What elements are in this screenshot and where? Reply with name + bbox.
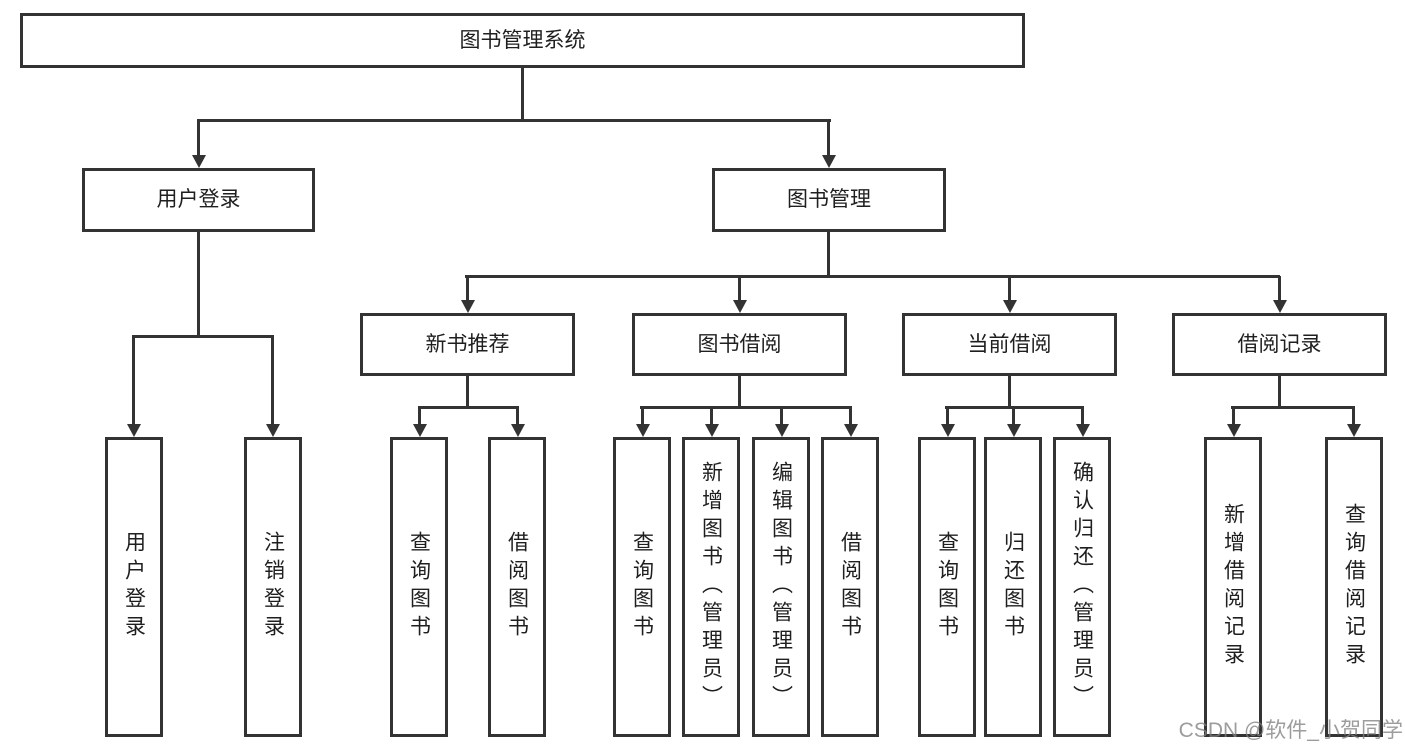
leaf-confirm-return-admin-label: 确认归还（管理员） xyxy=(1070,461,1094,713)
arrow-to-current-borrow xyxy=(1002,276,1017,313)
leaf-borrow-books-2-label: 借阅图书 xyxy=(838,531,862,643)
node-current-borrow: 当前借阅 xyxy=(902,313,1117,376)
node-user-login-label: 用户登录 xyxy=(156,188,241,212)
leaf-query-books-1: 查询图书 xyxy=(390,437,448,737)
arrow-to-query-borrow-record xyxy=(1346,407,1361,437)
connector-user-bus xyxy=(132,335,274,338)
leaf-add-borrow-record-label: 新增借阅记录 xyxy=(1221,503,1245,671)
arrow-to-book-management xyxy=(821,120,836,168)
connector-borrow-records-stem xyxy=(1278,376,1281,407)
connector-borrow-records-bus xyxy=(1231,406,1355,409)
connector-new-book-bus xyxy=(418,406,519,409)
arrow-to-edit-book-admin xyxy=(774,407,789,437)
leaf-query-books-3-label: 查询图书 xyxy=(935,531,959,643)
connector-level3-bus xyxy=(465,275,1280,278)
arrow-to-confirm-return-admin xyxy=(1075,407,1090,437)
leaf-edit-book-admin: 编辑图书（管理员） xyxy=(752,437,810,737)
leaf-logout: 注销登录 xyxy=(244,437,302,737)
connector-level1-bus xyxy=(197,119,831,122)
connector-new-book-stem xyxy=(466,376,469,407)
connector-user-stem xyxy=(197,232,200,336)
leaf-user-login: 用户登录 xyxy=(105,437,163,737)
connector-book-borrow-bus xyxy=(640,406,852,409)
arrow-to-user-login xyxy=(191,120,206,168)
arrow-to-add-book-admin xyxy=(704,407,719,437)
arrow-to-leaf-user-login xyxy=(126,336,141,437)
arrow-to-query-books-2 xyxy=(635,407,650,437)
leaf-add-book-admin: 新增图书（管理员） xyxy=(682,437,740,737)
leaf-borrow-books-1-label: 借阅图书 xyxy=(505,531,529,643)
node-borrow-records-label: 借阅记录 xyxy=(1237,332,1322,356)
arrow-to-borrow-books-1 xyxy=(510,407,525,437)
leaf-query-borrow-record-label: 查询借阅记录 xyxy=(1342,503,1366,671)
leaf-borrow-books-2: 借阅图书 xyxy=(821,437,879,737)
leaf-borrow-books-1: 借阅图书 xyxy=(488,437,546,737)
arrow-to-query-books-3 xyxy=(940,407,955,437)
leaf-query-books-2: 查询图书 xyxy=(613,437,671,737)
node-new-book-recommend-label: 新书推荐 xyxy=(425,332,510,356)
node-root-label: 图书管理系统 xyxy=(459,28,586,52)
leaf-edit-book-admin-label: 编辑图书（管理员） xyxy=(769,461,793,713)
connector-root-stem xyxy=(521,68,524,121)
connector-book-borrow-stem xyxy=(738,376,741,407)
connector-current-borrow-stem xyxy=(1008,376,1011,407)
node-user-login: 用户登录 xyxy=(82,168,315,232)
leaf-return-book-label: 归还图书 xyxy=(1001,531,1025,643)
csdn-watermark: CSDN @软件_小贺同学 xyxy=(1178,719,1403,742)
node-borrow-records: 借阅记录 xyxy=(1172,313,1387,376)
leaf-add-book-admin-label: 新增图书（管理员） xyxy=(699,461,723,713)
leaf-query-borrow-record: 查询借阅记录 xyxy=(1325,437,1383,737)
arrow-to-return-book xyxy=(1006,407,1021,437)
leaf-query-books-3: 查询图书 xyxy=(918,437,976,737)
arrow-to-leaf-logout xyxy=(265,336,280,437)
node-book-borrow-label: 图书借阅 xyxy=(697,332,782,356)
leaf-logout-label: 注销登录 xyxy=(261,531,285,643)
arrow-to-borrow-records xyxy=(1272,276,1287,313)
connector-book-stem xyxy=(827,232,830,277)
node-book-borrow: 图书借阅 xyxy=(632,313,847,376)
node-book-management: 图书管理 xyxy=(712,168,946,232)
node-book-management-label: 图书管理 xyxy=(787,188,871,212)
node-root-system: 图书管理系统 xyxy=(20,13,1025,68)
arrow-to-borrow-books-2 xyxy=(843,407,858,437)
leaf-confirm-return-admin: 确认归还（管理员） xyxy=(1053,437,1111,737)
arrow-to-add-borrow-record xyxy=(1226,407,1241,437)
node-new-book-recommend: 新书推荐 xyxy=(360,313,575,376)
leaf-return-book: 归还图书 xyxy=(984,437,1042,737)
node-current-borrow-label: 当前借阅 xyxy=(967,332,1052,356)
leaf-query-books-1-label: 查询图书 xyxy=(407,531,431,643)
arrow-to-query-books-1 xyxy=(412,407,427,437)
arrow-to-book-borrow xyxy=(732,276,747,313)
leaf-query-books-2-label: 查询图书 xyxy=(630,531,654,643)
leaf-user-login-label: 用户登录 xyxy=(122,531,146,643)
leaf-add-borrow-record: 新增借阅记录 xyxy=(1204,437,1262,737)
arrow-to-new-book-recommend xyxy=(460,276,475,313)
